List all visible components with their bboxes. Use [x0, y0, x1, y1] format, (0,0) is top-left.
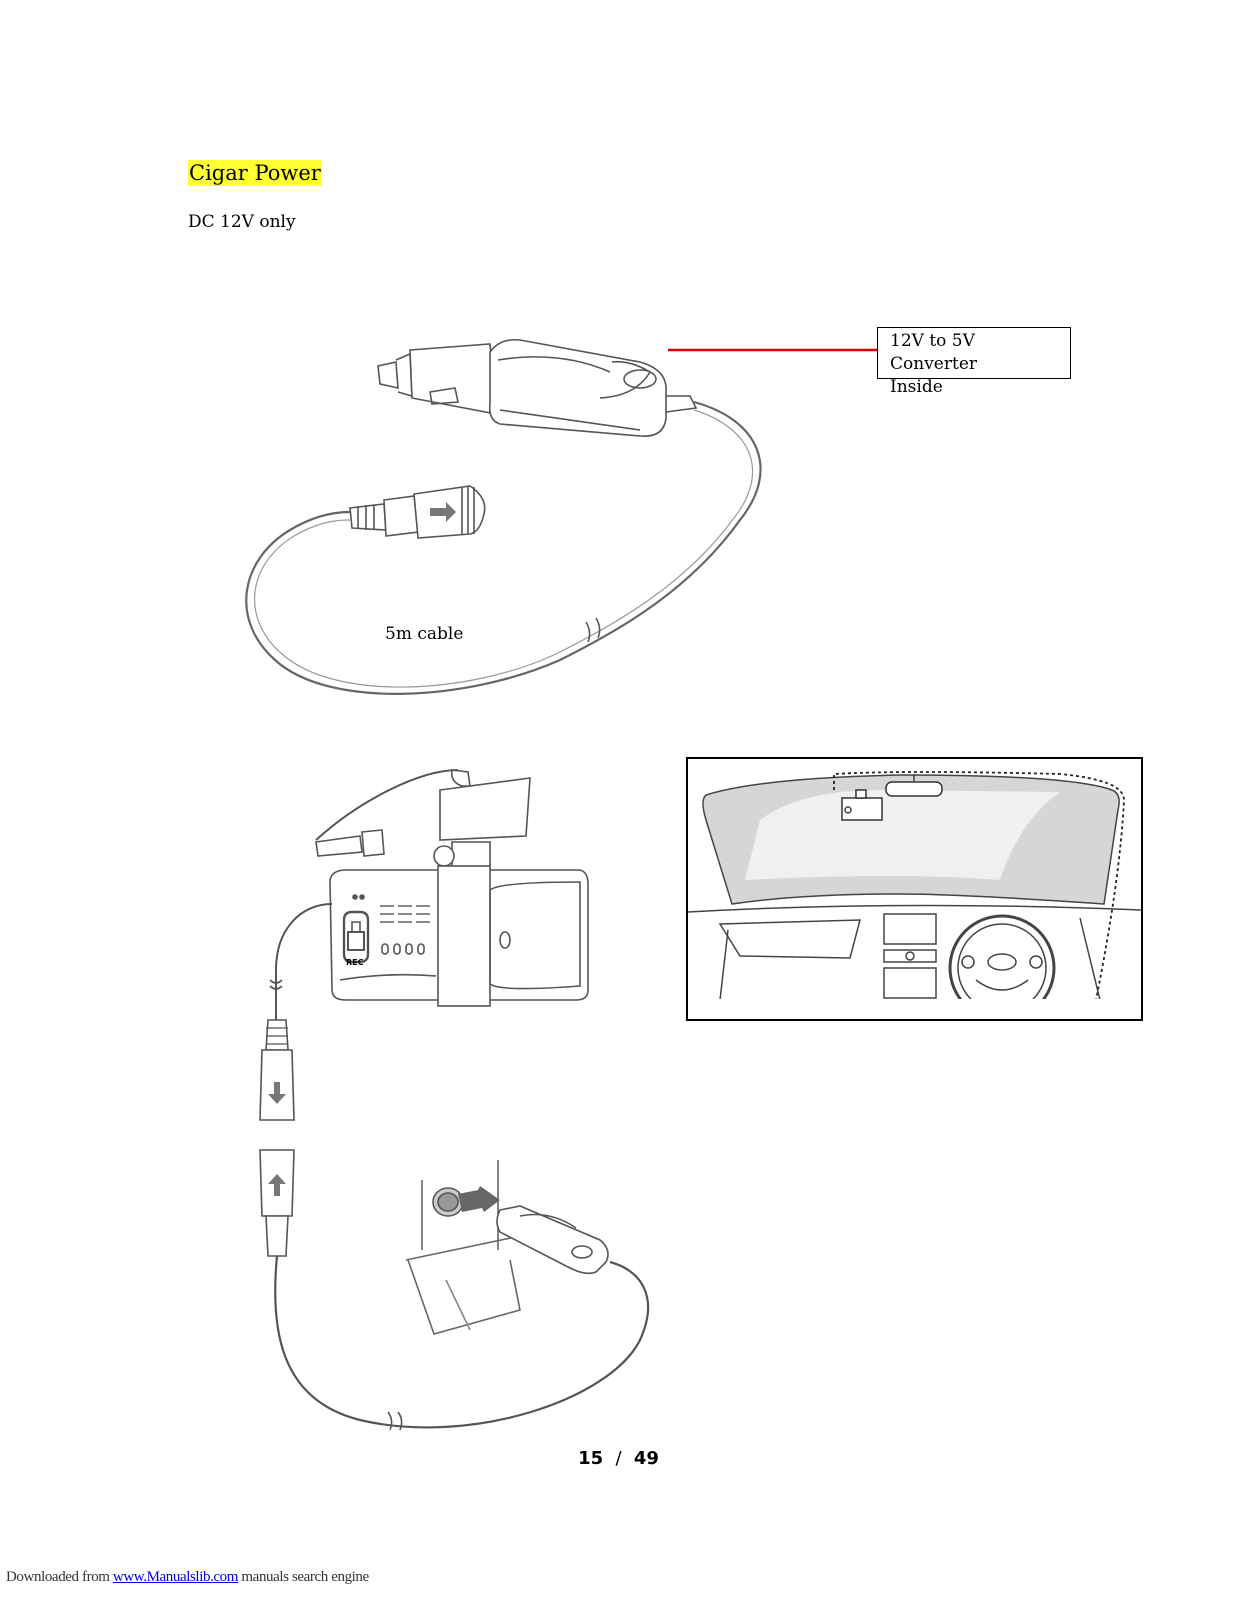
download-footer: Downloaded from www.Manualslib.com manua…	[6, 1569, 369, 1586]
page-current: 15	[578, 1448, 604, 1469]
cable-length-label: 5m cable	[385, 624, 464, 644]
page-separator: /	[615, 1448, 622, 1469]
footer-prefix: Downloaded from	[6, 1569, 113, 1585]
cable-route-dotted	[833, 771, 1125, 999]
footer-suffix: manuals search engine	[238, 1569, 369, 1585]
section-heading: Cigar Power	[188, 160, 322, 186]
rearview-mirror	[885, 781, 943, 797]
plug-tip-icon	[377, 361, 399, 390]
converter-callout-line1: 12V to 5V Converter	[890, 331, 978, 374]
page-number: 15 / 49	[0, 1448, 1237, 1469]
cable-path	[245, 400, 762, 695]
arrow-right-icon	[430, 502, 456, 522]
voltage-note: DC 12V only	[188, 212, 296, 232]
mini-dashcam-icon	[841, 797, 883, 821]
converter-callout-line2: Inside	[890, 377, 943, 397]
rec-button-icon	[342, 910, 370, 964]
page-total: 49	[633, 1448, 659, 1469]
mount-bracket	[439, 777, 531, 841]
manualslib-link[interactable]: www.Manualslib.com	[112, 1569, 239, 1585]
arrow-up-icon	[268, 1174, 286, 1196]
converter-housing	[488, 338, 667, 437]
steering-wheel	[948, 914, 1056, 999]
arrow-down-icon	[268, 1082, 286, 1104]
rec-label: REC	[346, 958, 364, 967]
converter-callout-box: 12V to 5V Converter Inside	[877, 327, 1071, 397]
